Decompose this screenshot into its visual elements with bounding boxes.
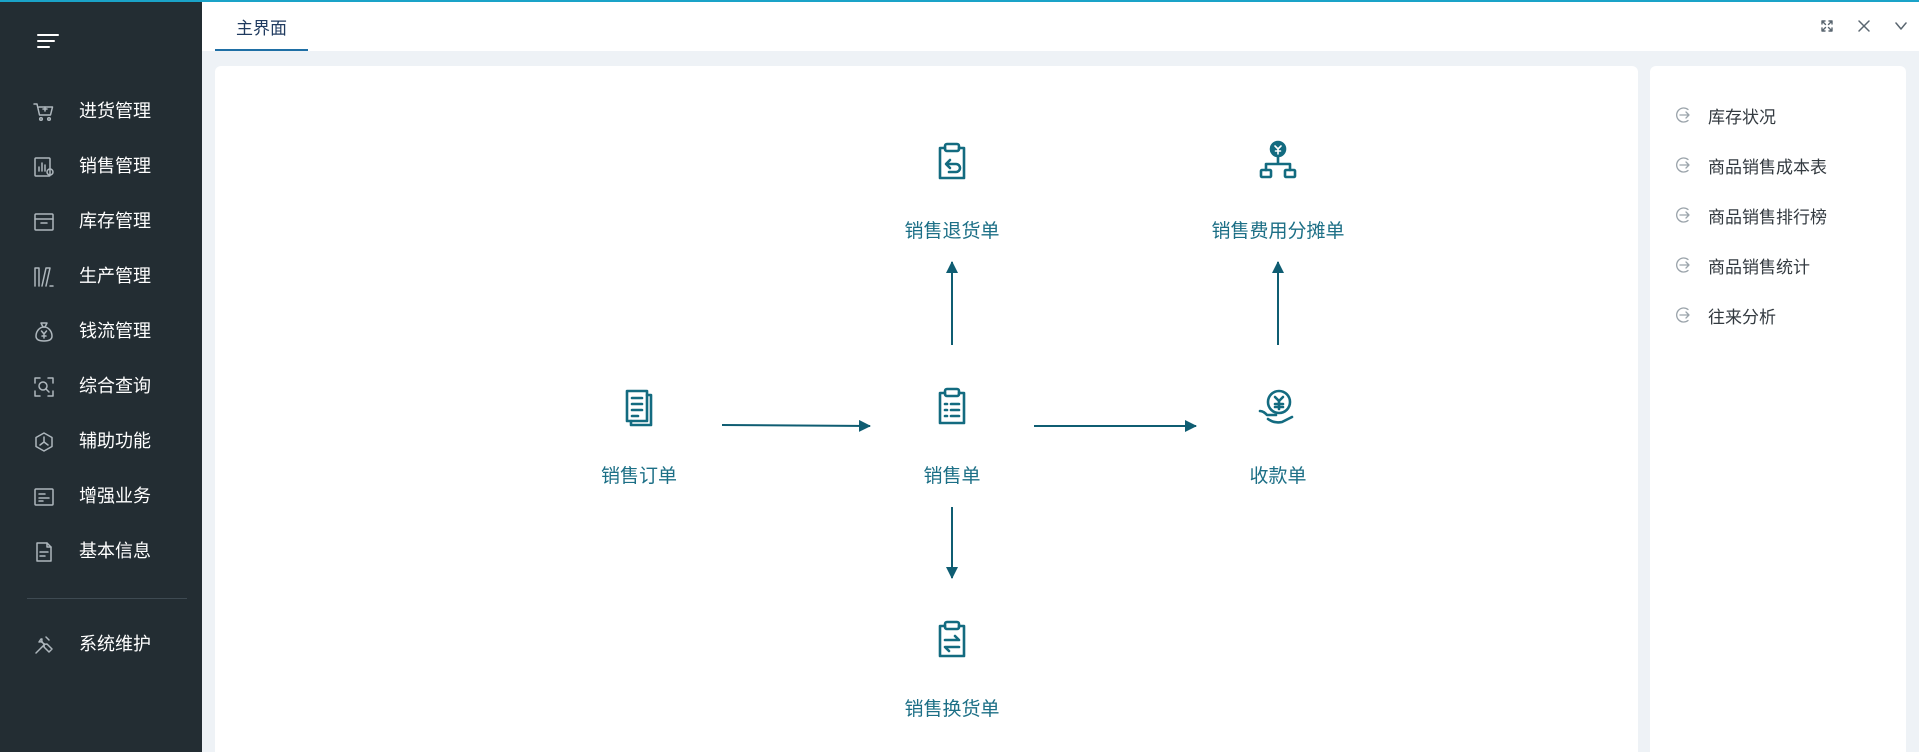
tools-icon bbox=[32, 633, 56, 657]
sidebar-item-system[interactable]: 系统维护 bbox=[0, 623, 202, 667]
sidebar-item-query[interactable]: 综合查询 bbox=[0, 365, 202, 409]
flow-label-expense-allocation: 销售费用分摊单 bbox=[1211, 220, 1345, 242]
production-icon bbox=[32, 265, 56, 289]
flow-label-sales-slip: 销售单 bbox=[923, 465, 981, 487]
flow-node-sales-return[interactable]: 销售退货单 bbox=[872, 138, 1032, 243]
sidebar-item-basic-info[interactable]: 基本信息 bbox=[0, 530, 202, 574]
clipboard-list-icon bbox=[928, 383, 976, 431]
flow-label-sales-order: 销售订单 bbox=[600, 465, 677, 487]
sidebar-item-purchase[interactable]: 进货管理 bbox=[0, 90, 202, 134]
sales-chart-icon bbox=[32, 155, 56, 179]
sidebar-item-production[interactable]: 生产管理 bbox=[0, 255, 202, 299]
cart-icon bbox=[32, 100, 56, 124]
flow-node-sales-exchange[interactable]: 销售换货单 bbox=[872, 616, 1032, 721]
arrow-order-to-slip bbox=[721, 419, 871, 432]
sidebar-item-label: 钱流管理 bbox=[79, 321, 151, 342]
sidebar-divider bbox=[27, 598, 187, 599]
report-link-sales-cost[interactable]: 商品销售成本表 bbox=[1674, 152, 1827, 178]
chevron-down-icon[interactable] bbox=[1891, 16, 1911, 36]
flow-label-receipt: 收款单 bbox=[1249, 465, 1307, 487]
sidebar-item-label: 销售管理 bbox=[79, 156, 151, 177]
flow-node-sales-order[interactable]: 销售订单 bbox=[559, 383, 719, 488]
cube-icon bbox=[32, 430, 56, 454]
flow-node-expense-allocation[interactable]: 销售费用分摊单 bbox=[1198, 138, 1358, 243]
box-icon bbox=[32, 210, 56, 234]
money-bag-icon bbox=[32, 320, 56, 344]
fullscreen-icon[interactable] bbox=[1817, 16, 1837, 36]
hand-yen-icon bbox=[1254, 383, 1302, 431]
arrow-in-circle-icon bbox=[1674, 155, 1694, 175]
sidebar-item-label: 增强业务 bbox=[79, 486, 151, 507]
close-icon[interactable] bbox=[1854, 16, 1874, 36]
arrow-in-circle-icon bbox=[1674, 205, 1694, 225]
scan-search-icon bbox=[32, 375, 56, 399]
sidebar: 进货管理 销售管理 库存管理 生产管理 钱流管理 bbox=[0, 0, 202, 752]
flow-label-sales-return: 销售退货单 bbox=[904, 220, 1000, 242]
tab-bar: 主界面 bbox=[202, 2, 1919, 51]
flow-node-receipt[interactable]: 收款单 bbox=[1198, 383, 1358, 488]
sidebar-item-sales[interactable]: 销售管理 bbox=[0, 145, 202, 189]
clipboard-exchange-icon bbox=[928, 616, 976, 664]
sidebar-item-label: 基本信息 bbox=[79, 541, 151, 562]
top-accent-bar bbox=[0, 0, 1919, 2]
sidebar-item-enhanced[interactable]: 增强业务 bbox=[0, 475, 202, 519]
document-icon bbox=[32, 540, 56, 564]
menu-toggle-icon[interactable] bbox=[37, 34, 61, 50]
sidebar-item-label: 库存管理 bbox=[79, 211, 151, 232]
report-link-sales-statistics[interactable]: 商品销售统计 bbox=[1674, 252, 1810, 278]
sidebar-item-label: 进货管理 bbox=[79, 101, 151, 122]
sidebar-item-label: 综合查询 bbox=[79, 376, 151, 397]
clipboard-return-icon bbox=[928, 138, 976, 186]
reports-panel: 库存状况 商品销售成本表 商品销售排行榜 商品销售统计 往来分析 bbox=[1650, 66, 1906, 752]
arrow-in-circle-icon bbox=[1674, 305, 1694, 325]
sidebar-item-cashflow[interactable]: 钱流管理 bbox=[0, 310, 202, 354]
sidebar-item-label: 辅助功能 bbox=[79, 431, 151, 452]
sidebar-item-label: 生产管理 bbox=[79, 266, 151, 287]
card-icon bbox=[32, 485, 56, 509]
sidebar-item-label: 系统维护 bbox=[79, 634, 151, 655]
tab-main[interactable]: 主界面 bbox=[215, 2, 308, 51]
sales-flow-panel: 销售退货单 销售费用分摊单 销售订单 销售单 bbox=[215, 66, 1638, 752]
flow-node-sales-slip[interactable]: 销售单 bbox=[872, 383, 1032, 488]
org-yen-icon bbox=[1254, 138, 1302, 186]
sidebar-item-auxiliary[interactable]: 辅助功能 bbox=[0, 420, 202, 464]
report-link-inventory-status[interactable]: 库存状况 bbox=[1674, 102, 1776, 128]
report-link-sales-ranking[interactable]: 商品销售排行榜 bbox=[1674, 202, 1827, 228]
document-stack-icon bbox=[615, 383, 663, 431]
report-link-account-analysis[interactable]: 往来分析 bbox=[1674, 302, 1776, 328]
sidebar-item-inventory[interactable]: 库存管理 bbox=[0, 200, 202, 244]
arrow-in-circle-icon bbox=[1674, 255, 1694, 275]
flow-label-sales-exchange: 销售换货单 bbox=[904, 698, 1000, 720]
arrow-in-circle-icon bbox=[1674, 105, 1694, 125]
